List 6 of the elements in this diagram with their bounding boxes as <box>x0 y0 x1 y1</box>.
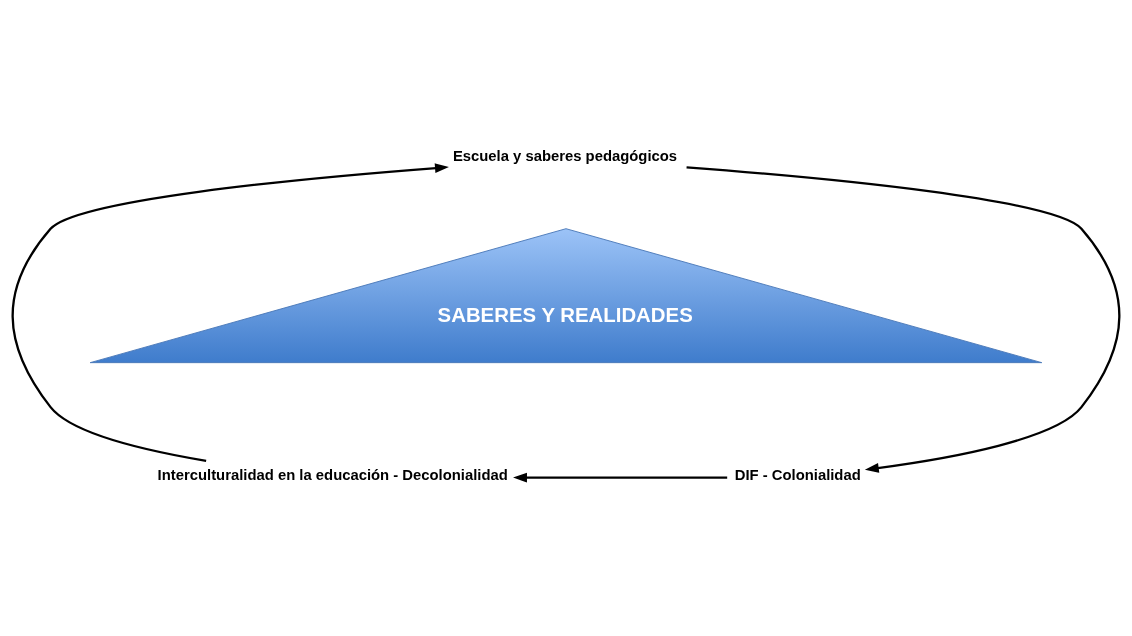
arrow <box>513 472 728 483</box>
node-text: DIF - Colonialidad <box>734 467 861 484</box>
node-text: Interculturalidad en la educación - Decolonialidad <box>157 467 508 484</box>
arrow <box>686 166 1121 473</box>
arrow <box>11 163 449 463</box>
node-text: Escuela y saberes pedagógicos <box>452 147 678 164</box>
